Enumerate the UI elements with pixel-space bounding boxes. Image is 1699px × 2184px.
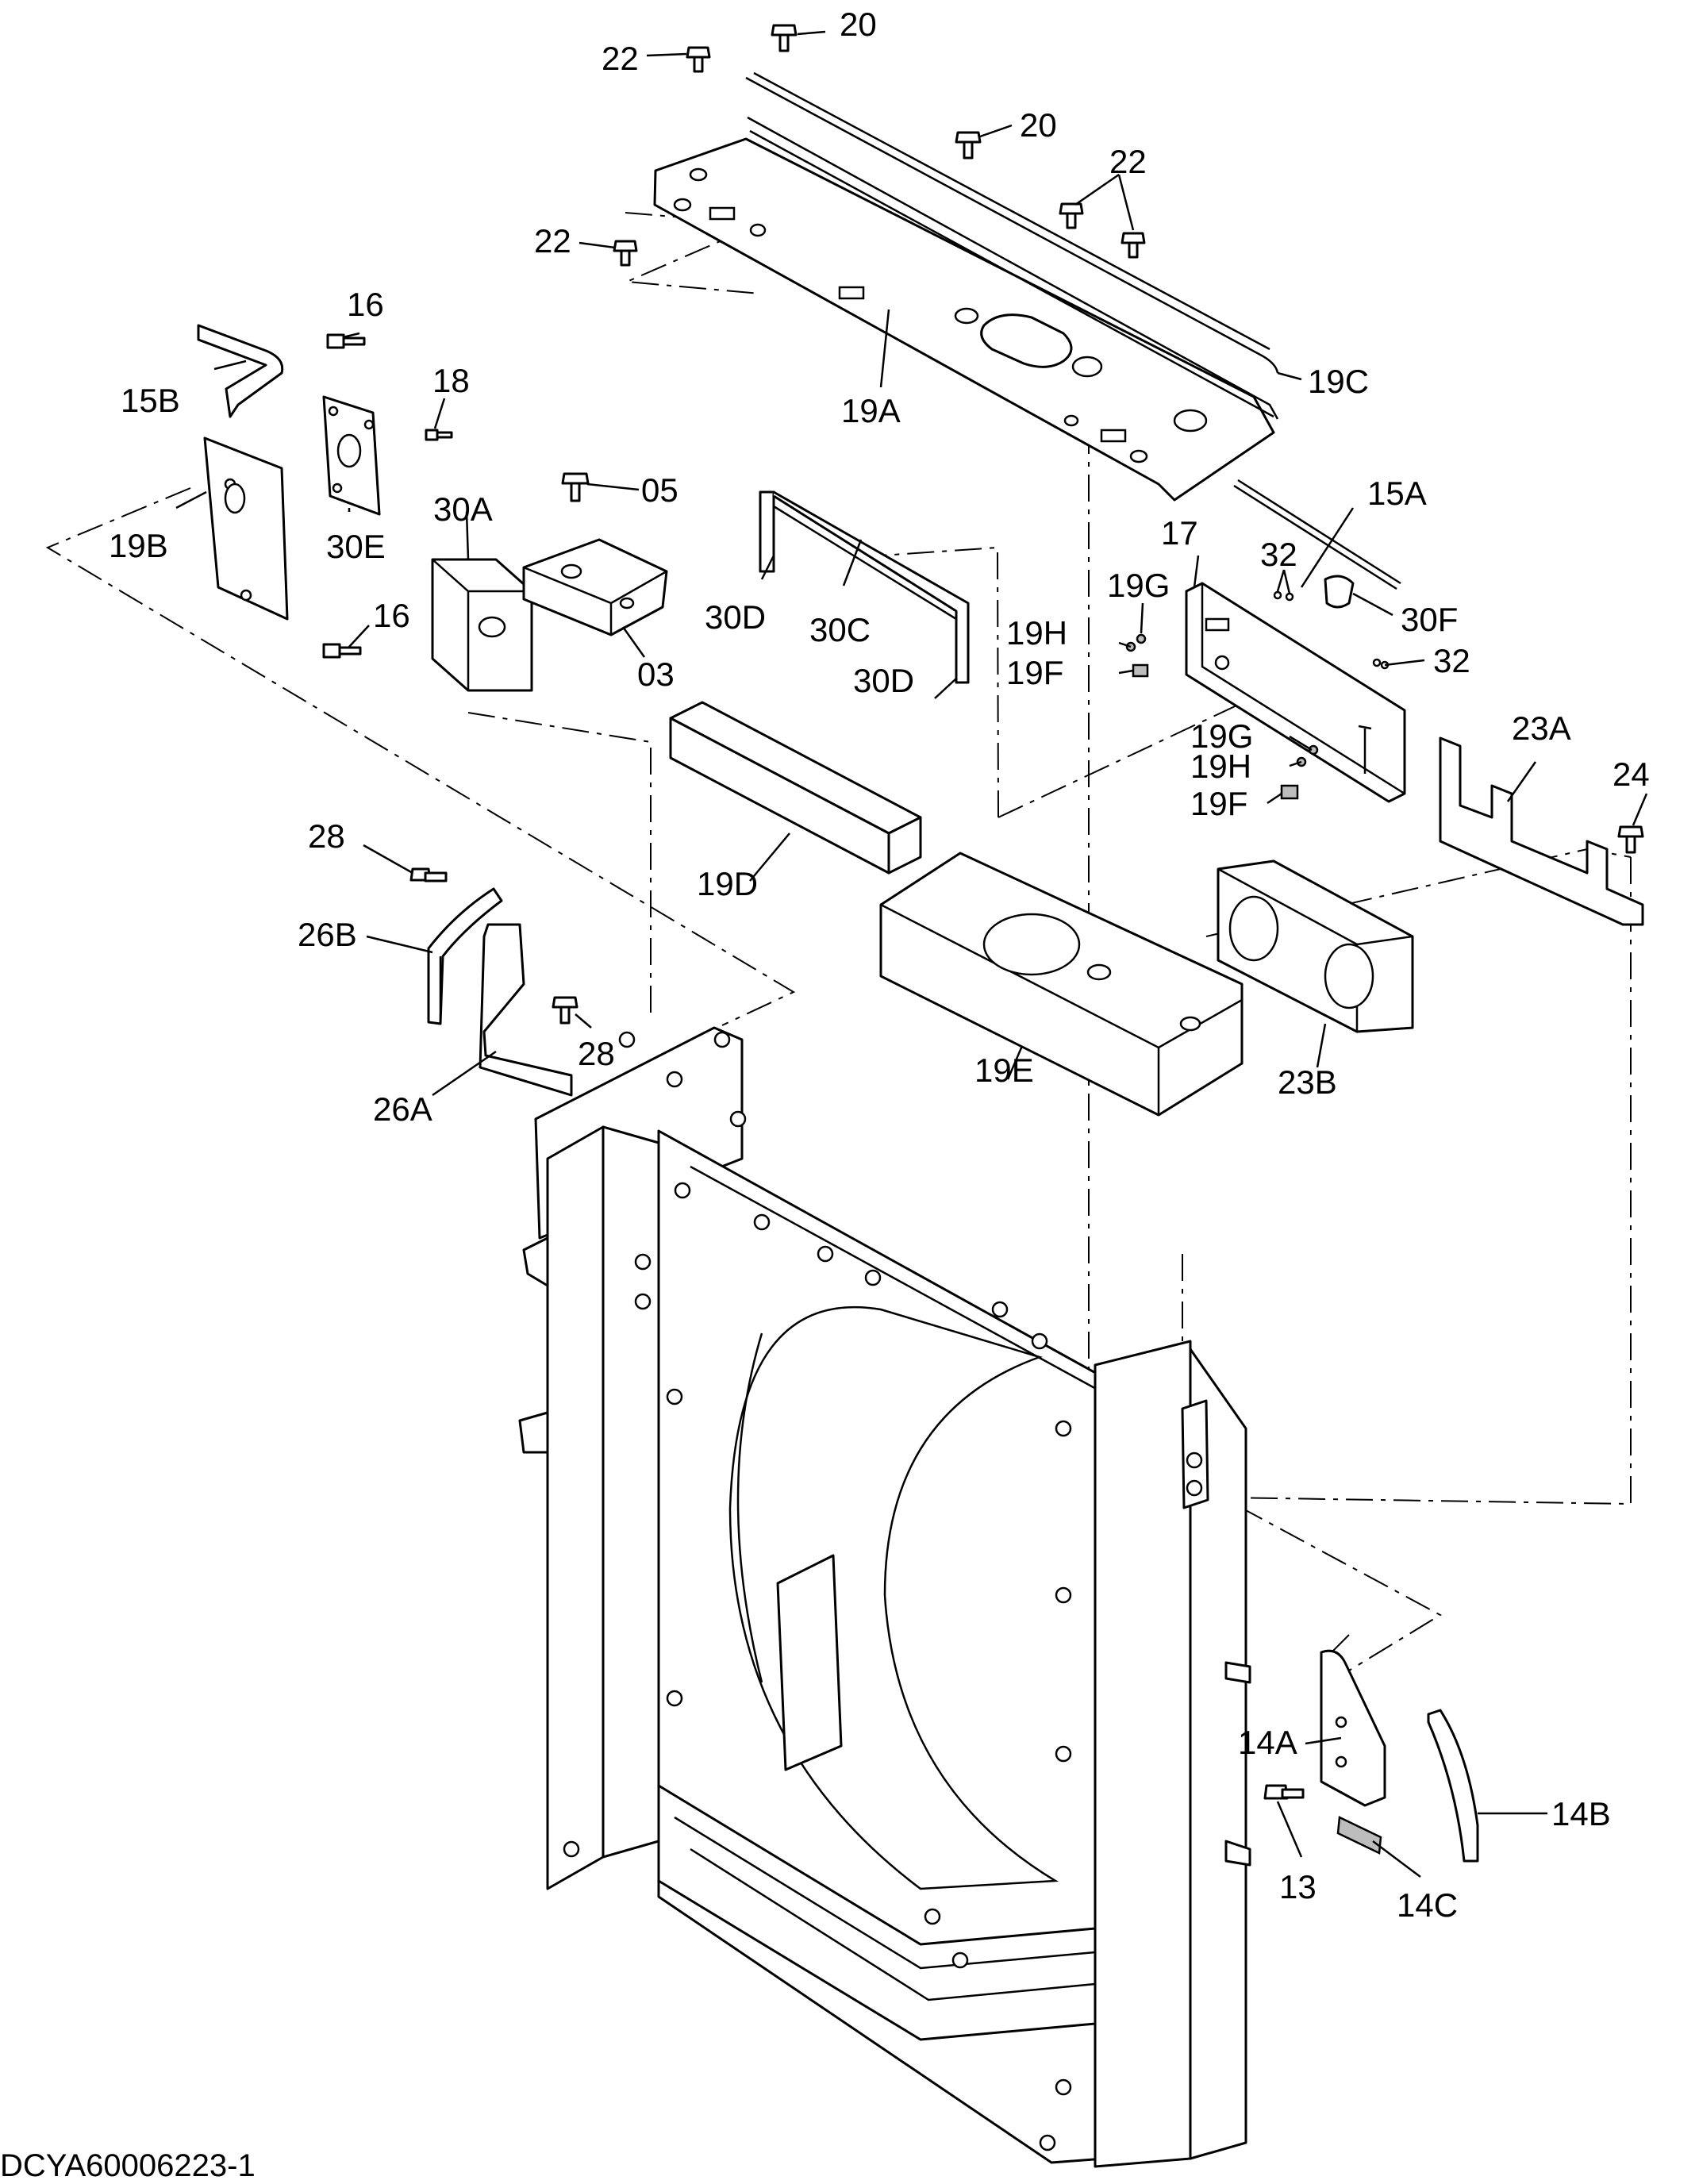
foam-19e — [879, 852, 1243, 1117]
callout-30d-b: 30D — [853, 662, 914, 699]
callout-19g-b: 19G — [1190, 717, 1253, 755]
guard-14a-14b-14c — [1263, 1649, 1479, 1863]
shroud-frame — [518, 1026, 1251, 2168]
callout-19e: 19E — [974, 1052, 1034, 1089]
seal-strip-19c — [745, 71, 1279, 374]
bracket-15a-assembly — [197, 324, 453, 659]
callout-22b: 22 — [1109, 143, 1147, 180]
callout-17: 30E — [326, 528, 386, 565]
callout-20a: 20 — [840, 6, 877, 43]
drawing-id: DCYA60006223-1 — [0, 2148, 256, 2183]
callout-28b: 28 — [578, 1035, 615, 1072]
callout-14a: 14A — [1238, 1724, 1297, 1761]
callout-22a: 22 — [602, 40, 639, 77]
callout-14c: 14C — [1397, 1886, 1458, 1924]
callout-15b: 15B — [121, 382, 180, 419]
callout-19f-b: 19F — [1190, 785, 1247, 822]
callout-19h-a: 19H — [1006, 614, 1067, 652]
foam-23b — [1217, 859, 1414, 1033]
callout-30f: 30F — [1401, 601, 1458, 638]
seal-30c-30d — [759, 490, 970, 684]
fasteners-19f-19g-19h — [1125, 633, 1319, 800]
callout-22c: 22 — [534, 222, 571, 260]
callout-26a: 26A — [373, 1090, 432, 1128]
callout-14b: 14B — [1551, 1795, 1611, 1832]
callout-05: 05 — [641, 471, 678, 509]
guard-26a-26b — [409, 867, 579, 1097]
callout-19g-a: 19G — [1107, 567, 1170, 604]
callout-13: 13 — [1279, 1868, 1317, 1905]
callout-30d-a: 30D — [705, 598, 766, 636]
callout-30c: 30C — [809, 611, 871, 648]
callout-28a: 28 — [308, 817, 345, 855]
callout-20b: 20 — [1020, 106, 1057, 144]
bracket-30a — [1185, 479, 1406, 803]
callout-23b: 23B — [1278, 1063, 1337, 1101]
callout-labels: 20 22 20 22 22 16 18 15B 19C 19A 05 15A … — [109, 6, 1650, 1924]
callout-32a: 32 — [1260, 536, 1297, 573]
callout-23a: 23A — [1512, 709, 1571, 747]
callout-26b: 26B — [298, 916, 357, 953]
foam-19d — [669, 701, 922, 875]
bracket-23a — [1439, 736, 1644, 926]
callout-32b: 32 — [1433, 642, 1470, 679]
callout-19b: 30A — [433, 490, 493, 528]
bolts-top — [613, 24, 1146, 267]
bracket-03 — [522, 472, 668, 636]
callout-16b: 16 — [373, 597, 410, 634]
callout-19f-a: 19F — [1006, 654, 1063, 691]
callout-30e: 15A — [1367, 475, 1427, 512]
callout-19h-b: 19H — [1190, 748, 1251, 785]
callout-24: 24 — [1613, 756, 1650, 793]
callout-16a: 16 — [347, 286, 384, 323]
callout-19c: 19C — [1308, 363, 1369, 400]
callout-03: 03 — [637, 656, 675, 693]
callout-18: 18 — [432, 362, 470, 399]
callout-30a: 17 — [1161, 514, 1198, 552]
pad-19b — [431, 558, 533, 692]
top-plate-19a — [653, 116, 1279, 502]
callout-19d: 19D — [697, 865, 758, 902]
callout-19a: 19A — [841, 392, 901, 429]
callout-15a: 19B — [109, 527, 168, 564]
leader-lines — [175, 30, 1648, 1878]
